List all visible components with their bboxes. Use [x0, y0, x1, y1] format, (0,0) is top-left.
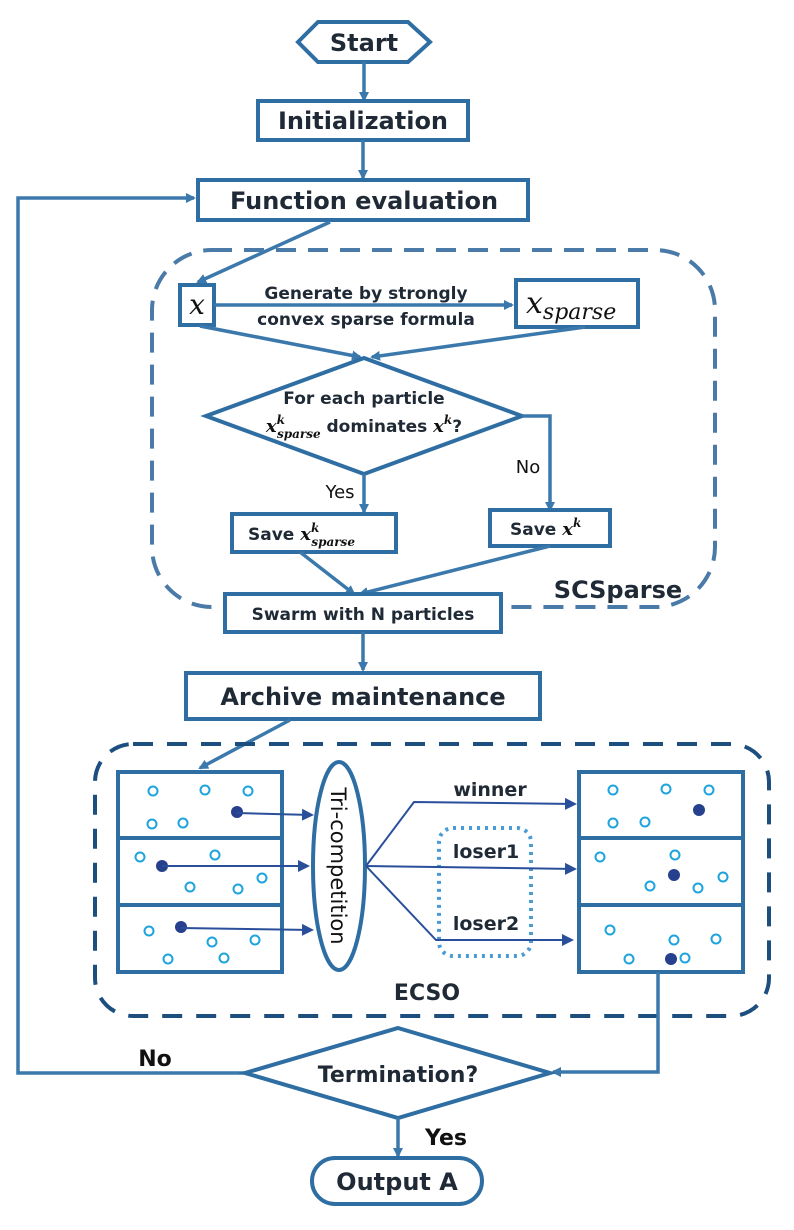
loser1-label: loser1 [453, 841, 519, 863]
hollow-particle [146, 818, 158, 830]
termination-no-label: No [138, 1047, 172, 1072]
hollow-particle [668, 934, 680, 946]
hollow-particle [679, 952, 691, 964]
no-label: No [516, 457, 540, 478]
filled-particle [175, 921, 187, 933]
loser-group [437, 826, 533, 958]
initialization-label: Initialization [278, 107, 448, 135]
function-evaluation-box: Function evaluation [196, 178, 530, 222]
start-label: Start [330, 29, 398, 57]
hollow-particle [710, 933, 722, 945]
loop-back-arrow [16, 193, 245, 1075]
termination-decision: Termination? [237, 1025, 558, 1121]
archive-maintenance-label: Archive maintenance [220, 683, 505, 711]
hollow-particle [218, 952, 230, 964]
hollow-particle [134, 851, 146, 863]
filled-particle [231, 806, 243, 818]
generate-label-line2: convex sparse formula [257, 310, 475, 330]
hollow-particle [232, 883, 244, 895]
arrow-savesparse-swarm [298, 550, 356, 596]
arrow-x-decision [199, 324, 362, 361]
hollow-particle [623, 953, 635, 965]
hollow-particle [199, 784, 211, 796]
hollow-particle [242, 785, 254, 797]
hollow-particle [184, 881, 196, 893]
save-x-label: Save xk [510, 516, 581, 540]
hollow-particle [607, 817, 619, 829]
decision-line1: For each particle [283, 389, 444, 409]
right-particles [594, 783, 729, 965]
hollow-particle [147, 785, 159, 797]
archive-maintenance-box: Archive maintenance [184, 671, 542, 721]
swarm-box: Swarm with N particles [223, 592, 503, 634]
hollow-particle [162, 953, 174, 965]
tri-competition-label: Tri-competition [326, 786, 350, 944]
x-sparse-symbol: xsparse [526, 286, 616, 325]
ecso-region [93, 742, 771, 1018]
hollow-particle [256, 872, 268, 884]
termination-label: Termination? [318, 1063, 478, 1088]
x-box: x [178, 283, 216, 327]
hollow-particle [177, 817, 189, 829]
ecso-label: ECSO [394, 981, 460, 1006]
filled-particle [693, 804, 705, 816]
hollow-particle [607, 784, 619, 796]
arrow-winner [365, 797, 577, 867]
swarm-label: Swarm with N particles [252, 605, 475, 625]
yes-label: Yes [324, 482, 354, 503]
start-terminal: Start [295, 20, 433, 64]
left-particles [134, 784, 268, 965]
arrow-savex-swarm [358, 544, 551, 597]
hollow-particle [692, 882, 704, 894]
initialization-box: Initialization [256, 99, 470, 142]
hollow-particle [249, 934, 261, 946]
arrow-particle3-tri [180, 923, 314, 936]
output-label: Output A [336, 1168, 458, 1196]
tri-competition-node: Tri-competition [311, 760, 367, 972]
arrow-xsparse-decision [370, 325, 586, 361]
function-evaluation-label: Function evaluation [230, 187, 498, 215]
arrow-loser1 [365, 862, 577, 875]
arrow-loser2 [365, 865, 574, 946]
hollow-particle [206, 936, 218, 948]
scsparse-label: SCSparse [554, 576, 682, 604]
hollow-particle [660, 783, 672, 795]
arrow-no [522, 414, 555, 512]
filled-particle [668, 869, 680, 881]
hollow-particle [717, 871, 729, 883]
output-terminal: Output A [310, 1156, 484, 1206]
termination-yes-label: Yes [424, 1126, 467, 1151]
x-sparse-box: xsparse [514, 278, 640, 329]
loser2-label: loser2 [453, 913, 519, 935]
hollow-particle [594, 851, 606, 863]
filled-particle [665, 953, 677, 965]
hollow-particle [703, 784, 715, 796]
generate-label-line1: Generate by strongly [264, 284, 467, 304]
save-x-box: Save xk [488, 508, 612, 548]
x-symbol: x [189, 288, 205, 321]
hollow-particle [209, 849, 221, 861]
hollow-particle [639, 816, 651, 828]
arrow-ecso-termination [551, 972, 660, 1077]
hollow-particle [669, 849, 681, 861]
hollow-particle [143, 925, 155, 937]
winner-label: winner [453, 779, 527, 801]
arrow-particle1-tri [236, 808, 314, 821]
hollow-particle [644, 880, 656, 892]
hollow-particle [604, 924, 616, 936]
